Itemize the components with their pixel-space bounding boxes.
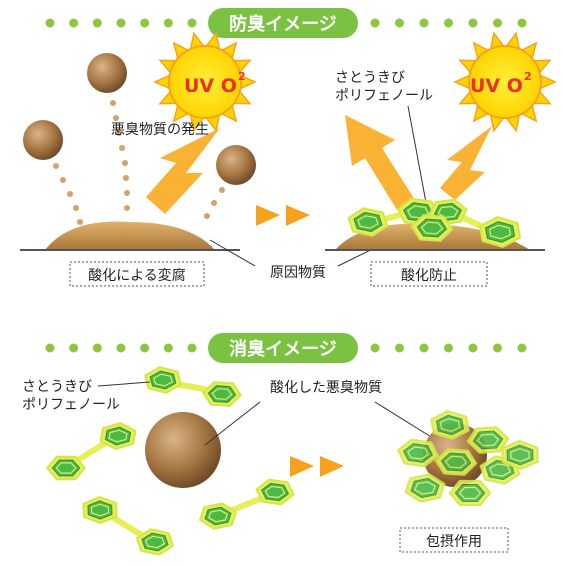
title-dot — [116, 343, 126, 353]
polyphenol-hexes-bottom-left — [45, 366, 295, 556]
uv-arrow-right — [440, 126, 492, 200]
oxidized-odor-ball — [145, 412, 221, 488]
polyphenol-hexagon — [434, 448, 478, 476]
polyphenol-hexagon — [448, 479, 492, 507]
title-dot — [517, 343, 527, 353]
title-dot — [69, 343, 79, 353]
deflect-arrow — [345, 115, 415, 210]
title-dot — [163, 18, 173, 28]
polyphenol-hexagon — [255, 478, 295, 506]
top-title: 防臭イメージ — [229, 13, 337, 35]
odor-trails — [53, 100, 225, 225]
polyphenol-hexagon — [82, 495, 118, 525]
title-dot — [395, 343, 404, 353]
polyphenol-line2-top: ポリフェノール — [335, 88, 433, 104]
title-dot — [187, 18, 197, 28]
title-dot — [45, 18, 55, 28]
title-dot — [468, 18, 478, 28]
bottom-title-dots — [45, 343, 527, 353]
title-dot — [370, 343, 380, 353]
title-dot — [370, 18, 380, 28]
left-panel: UV O 2 悪臭物質の発生 酸化による変腐 — [20, 31, 257, 287]
polyphenol-hexagon — [45, 455, 87, 481]
box-bottom — [399, 527, 509, 553]
polyphenol-hexagon — [478, 216, 522, 248]
sun-icon-right — [453, 31, 557, 133]
top-title-badge: 防臭イメージ — [208, 8, 358, 38]
uv-superscript-right: 2 — [524, 70, 532, 83]
odor-ball — [216, 145, 256, 185]
polyphenol-hexagon — [347, 207, 389, 237]
title-dot — [45, 343, 55, 353]
polyphenol-hexagon — [404, 473, 446, 503]
polyphenol-hexes-bottom-right — [396, 410, 539, 507]
top-title-dots — [45, 18, 527, 28]
polyphenol-hexagon — [466, 426, 510, 454]
box-left — [69, 261, 205, 287]
title-dot — [140, 18, 150, 28]
title-dot — [419, 18, 429, 28]
title-dot — [517, 18, 527, 28]
cause-label: 原因物質 — [270, 265, 326, 281]
polyphenol-hexagon — [430, 410, 470, 440]
title-dot — [493, 343, 502, 353]
right-panel: UV O 2 さとうきび ポリフェノール 酸化防止 — [325, 31, 557, 287]
polyphenol-line1-top: さとうきび — [335, 70, 405, 86]
polyphenol-hexagon — [135, 528, 175, 556]
polyphenol-hexagon — [144, 366, 182, 394]
polyphenol-hexagon — [410, 214, 454, 242]
box-right — [370, 261, 488, 287]
polyphenol-line1-bottom: さとうきび — [22, 379, 92, 395]
polyphenol-line2-bottom: ポリフェノール — [22, 397, 120, 413]
title-dot — [395, 18, 404, 28]
title-dot — [92, 18, 102, 28]
uv-label-left: UV O — [184, 75, 237, 97]
polyphenol-hexagon — [501, 439, 539, 471]
polyphenol-hexagon — [198, 502, 238, 530]
bottom-right-panel: 包摂作用 — [396, 410, 539, 553]
title-dot — [116, 18, 126, 28]
odor-ball — [23, 120, 63, 160]
title-dot — [163, 343, 173, 353]
title-dot — [419, 343, 429, 353]
uv-arrow-left — [146, 128, 220, 214]
bottom-title: 消臭イメージ — [229, 338, 337, 360]
bottom-title-badge: 消臭イメージ — [208, 333, 358, 363]
uv-label-right: UV O — [470, 75, 523, 97]
title-dot — [444, 18, 453, 28]
oxidized-label: 酸化した悪臭物質 — [270, 380, 382, 396]
title-dot — [493, 18, 502, 28]
title-dot — [69, 18, 79, 28]
odor-ball — [87, 53, 127, 93]
bottom-left-panel: さとうきび ポリフェノール 酸化した悪臭物質 — [22, 366, 437, 556]
center-arrows-bottom — [290, 456, 344, 477]
title-dot — [187, 343, 197, 353]
polyphenol-hexes-top — [347, 197, 522, 248]
title-dot — [468, 343, 478, 353]
sun-icon-left — [153, 31, 257, 133]
box-label-left: 酸化による変腐 — [88, 267, 186, 284]
polyphenol-hexagon — [99, 422, 137, 450]
uv-superscript-left: 2 — [238, 70, 246, 83]
center-arrows-top — [256, 205, 310, 226]
box-label-bottom: 包摂作用 — [426, 534, 482, 550]
mound-left — [45, 221, 215, 250]
box-label-right: 酸化防止 — [401, 268, 457, 284]
title-dot — [444, 343, 453, 353]
title-dot — [140, 343, 150, 353]
odor-label: 悪臭物質の発生 — [111, 122, 209, 138]
polyphenol-hexagon — [396, 438, 440, 468]
polyphenol-hexagon — [201, 381, 243, 407]
title-dot — [92, 343, 102, 353]
